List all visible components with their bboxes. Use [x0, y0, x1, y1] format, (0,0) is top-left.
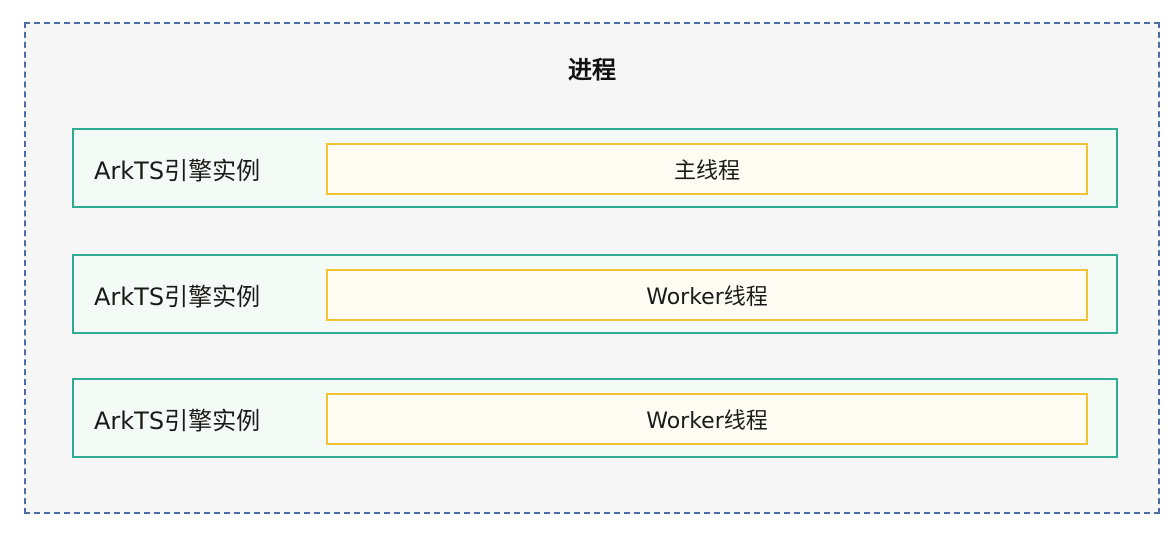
engine-instance-2: ArkTS引擎实例 Worker线程	[72, 254, 1118, 334]
engine-instance-3: ArkTS引擎实例 Worker线程	[72, 378, 1118, 458]
engine-instance-1: ArkTS引擎实例 主线程	[72, 128, 1118, 208]
worker-thread-1: Worker线程	[326, 269, 1088, 321]
worker-thread-2: Worker线程	[326, 393, 1088, 445]
main-thread: 主线程	[326, 143, 1088, 195]
process-title: 进程	[568, 56, 616, 84]
engine-label: ArkTS引擎实例	[94, 156, 261, 185]
process-container: 进程 ArkTS引擎实例 主线程 ArkTS引擎实例 Worker线程 ArkT…	[24, 22, 1160, 514]
engine-label: ArkTS引擎实例	[94, 282, 261, 311]
engine-label: ArkTS引擎实例	[94, 406, 261, 435]
